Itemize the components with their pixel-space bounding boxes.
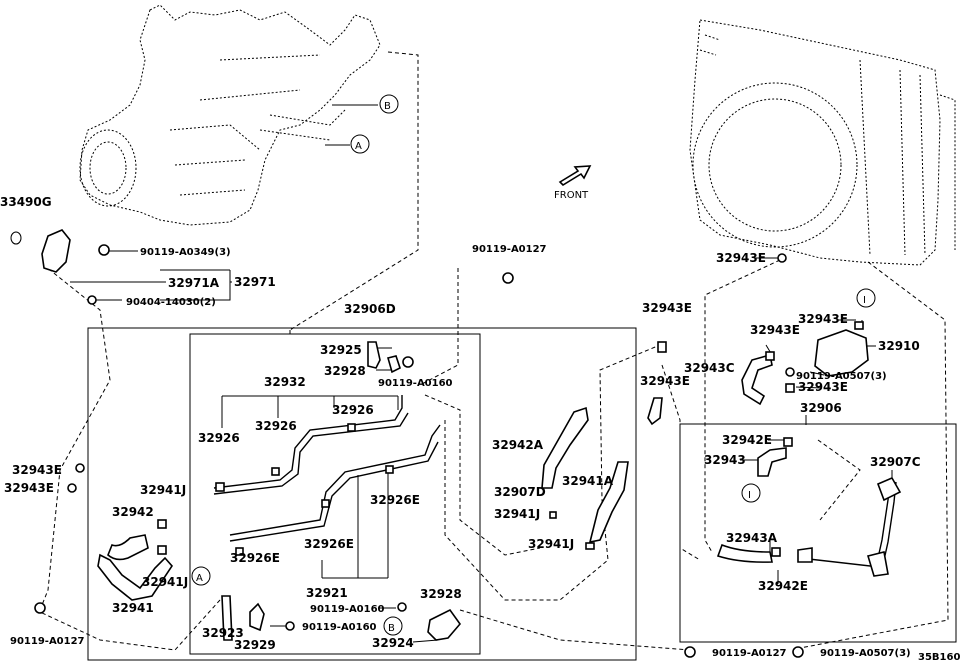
label-32941J-l2: 32941J: [142, 575, 188, 589]
label-90119-A0160-bot: 90119-A0160: [302, 622, 377, 633]
label-32943E-r2: 32943E: [798, 312, 848, 326]
diagram-id: 35B160: [918, 652, 960, 663]
label-32971: 32971: [234, 275, 276, 289]
callout-b-top-letter: B: [384, 101, 391, 112]
adapter-32971A: [41, 229, 71, 273]
label-32942E-b: 32942E: [758, 579, 808, 593]
union-90404: [87, 295, 97, 305]
label-32921: 32921: [306, 586, 348, 600]
label-33490G: 33490G: [0, 195, 52, 209]
callout-a-top-letter: A: [355, 141, 362, 152]
label-32943E-r3: 32943E: [750, 323, 800, 337]
label-32928-bot: 32928: [420, 587, 462, 601]
label-32929: 32929: [234, 638, 276, 652]
solid-leaders: [70, 104, 893, 643]
label-32907C: 32907C: [870, 455, 921, 469]
parts: [10, 229, 902, 658]
label-32941J-l1: 32941J: [140, 483, 186, 497]
label-32941: 32941: [112, 601, 154, 615]
hose-32943A: [716, 543, 773, 563]
assembly-box-32906D: [87, 327, 637, 661]
callout-i-top-letter: I: [863, 295, 866, 306]
label-32941A: 32941A: [562, 474, 614, 488]
label-32943E-l1: 32943E: [12, 463, 62, 477]
label-90119-A0127-bottom: 90119-A0127: [712, 648, 787, 659]
label-32942A: 32942A: [492, 438, 544, 452]
label-32906: 32906: [800, 401, 842, 415]
label-32906D: 32906D: [344, 302, 396, 316]
label-32926-a: 32926: [332, 403, 374, 417]
front-label: FRONT: [554, 190, 589, 201]
label-90119-A0507-right: 90119-A0507(3): [796, 371, 887, 382]
transmission-illustration: [79, 4, 381, 226]
label-32943E-r1: 32943E: [716, 251, 766, 265]
part-labels: 33490G 90119-A0349(3) 32971A 32971 90404…: [0, 195, 960, 663]
radiator-fan-shroud-illustration: [689, 19, 956, 266]
callout-a-top: [350, 134, 370, 154]
assembly-box-32907D: [189, 333, 481, 655]
label-32941J-m1: 32941J: [494, 507, 540, 521]
hose-32943C: [741, 353, 773, 406]
callout-i-bottom-letter: I: [748, 490, 751, 501]
label-32923: 32923: [202, 626, 244, 640]
label-32910: 32910: [878, 339, 920, 353]
bracket-32923: [221, 595, 233, 641]
label-32928-top: 32928: [324, 364, 366, 378]
label-32971A: 32971A: [168, 276, 220, 290]
label-90119-A0127-top: 90119-A0127: [472, 244, 547, 255]
callout-b-bottom: [383, 616, 403, 636]
label-32926-c: 32926: [198, 431, 240, 445]
label-32926E-a: 32926E: [370, 493, 420, 507]
label-32943E-m2: 32943E: [640, 374, 690, 388]
label-32943: 32943: [704, 453, 746, 467]
label-90119-A0349: 90119-A0349(3): [140, 247, 231, 258]
callouts: B A A B I I: [191, 94, 876, 636]
label-32943E-l2: 32943E: [4, 481, 54, 495]
callout-i-bottom: [741, 483, 761, 503]
label-32943E-m1: 32943E: [642, 301, 692, 315]
label-32926E-c: 32926E: [230, 551, 280, 565]
label-90119-A0127-left: 90119-A0127: [10, 636, 85, 647]
label-90119-A0160-mid: 90119-A0160: [310, 604, 385, 615]
oring-33490G: [10, 231, 22, 245]
bolt-90119-A0349: [98, 244, 110, 256]
callout-b-top: [379, 94, 399, 114]
hose-32942: [107, 534, 149, 561]
label-32925: 32925: [320, 343, 362, 357]
hose-32942A: [541, 406, 589, 489]
hose-32941: [97, 553, 174, 601]
label-32926-b: 32926: [255, 419, 297, 433]
label-32907D: 32907D: [494, 485, 546, 499]
label-32942E-a: 32942E: [722, 433, 772, 447]
hose-32941A: [588, 461, 629, 544]
label-32943E-r4: 32943E: [798, 380, 848, 394]
label-90119-A0160-top: 90119-A0160: [378, 378, 453, 389]
label-32926E-b: 32926E: [304, 537, 354, 551]
callout-b-bottom-letter: B: [388, 623, 395, 634]
label-90404: 90404-14030(2): [126, 297, 216, 308]
label-90119-A0507-bottom: 90119-A0507(3): [820, 648, 911, 659]
hose-32943: [757, 447, 787, 477]
callout-a-bottom-letter: A: [196, 573, 203, 584]
reservoir-32910: [814, 329, 869, 377]
callout-a-bottom: [191, 566, 211, 586]
label-32941J-m2: 32941J: [528, 537, 574, 551]
clamp-32929: [249, 602, 265, 632]
label-32943A: 32943A: [726, 531, 778, 545]
bracket-32925: [367, 341, 381, 369]
callout-i-top: [856, 288, 876, 308]
bracket-32924: [427, 608, 462, 641]
label-32932: 32932: [264, 375, 306, 389]
front-direction-indicator: FRONT: [554, 165, 592, 201]
label-32924: 32924: [372, 636, 414, 650]
label-32943C: 32943C: [684, 361, 735, 375]
label-32942: 32942: [112, 505, 154, 519]
